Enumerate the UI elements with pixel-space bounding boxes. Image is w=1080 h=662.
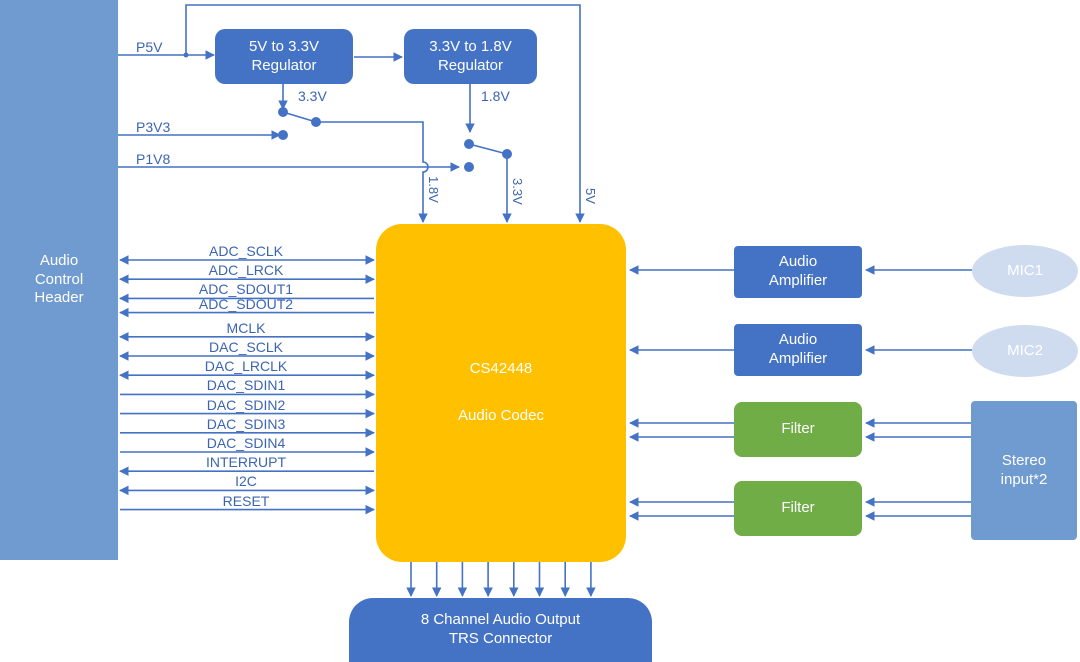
filter-2: Filter (734, 481, 862, 536)
signal-label: ADC_SDOUT2 (198, 295, 294, 312)
audio-control-header: Audio Control Header (0, 0, 118, 560)
mic2-label: MIC2 (1007, 341, 1043, 359)
amp1-line1: Audio (778, 253, 818, 271)
codec-5v-voltage: 5V (583, 188, 598, 204)
p5v-label: P5V (136, 39, 163, 55)
filter2-label: Filter (781, 499, 815, 517)
stereo-line2: input*2 (1000, 470, 1048, 488)
switch2-arm (468, 143, 508, 155)
signal-label: MCLK (226, 319, 266, 336)
output-line2: TRS Connector (448, 630, 553, 647)
signal-label: DAC_SDIN4 (206, 435, 286, 451)
stereo-line1: Stereo (1001, 451, 1047, 469)
p3v3-label: P3V3 (136, 119, 171, 135)
mic2: MIC2 (972, 325, 1078, 377)
signal-label: DAC_SDIN2 (206, 396, 286, 413)
signal-label: RESET (222, 492, 270, 509)
regulator2-line2: Regulator (437, 56, 504, 74)
switch2-dot-top (464, 139, 474, 149)
regulator1-line1: 5V to 3.3V (248, 37, 320, 55)
codec-name: Audio Codec (458, 407, 544, 424)
codec-part-number: CS42448 (469, 360, 533, 378)
p1v8-label: P1V8 (136, 151, 171, 167)
codec-1v8-voltage: 1.8V (426, 176, 441, 203)
header-line1: Audio (39, 251, 79, 269)
audio-amplifier-1: Audio Amplifier (734, 246, 862, 298)
switch2-dot-bottom (464, 162, 474, 172)
codec-3v3-voltage: 3.3V (510, 178, 525, 205)
cs42448-audio-codec: CS42448 Audio Codec (376, 224, 626, 562)
switch1-arm (282, 111, 317, 123)
stereo-input-block: Stereo input*2 (971, 401, 1077, 540)
filter-1: Filter (734, 402, 862, 457)
switch1-dot-bottom (278, 130, 288, 140)
signal-label: DAC_SCLK (209, 339, 283, 355)
switch1-dot-out (311, 117, 321, 127)
regulator-5v-to-3v3: 5V to 3.3V Regulator (215, 29, 353, 84)
switch2-dot-out (502, 149, 512, 159)
reg1-output-voltage: 3.3V (298, 88, 327, 104)
audio-amplifier-2: Audio Amplifier (734, 324, 862, 376)
signal-label: INTERRUPT (205, 454, 287, 471)
signal-label: ADC_LRCK (208, 262, 284, 279)
filter1-label: Filter (781, 420, 815, 438)
signal-label: DAC_SDIN1 (206, 377, 286, 394)
signal-label: DAC_SDIN3 (206, 415, 286, 432)
amp1-line2: Amplifier (768, 272, 828, 289)
mic1-label: MIC1 (1007, 261, 1043, 279)
output-line1: 8 Channel Audio Output (420, 611, 581, 629)
5v-bus-wire (185, 4, 585, 223)
p5v-junction-dot (183, 52, 189, 58)
trs-output-connector: 8 Channel Audio Output TRS Connector (349, 598, 652, 662)
signal-label: DAC_LRCLK (204, 358, 288, 375)
switch1-dot-top (278, 107, 288, 117)
signal-label: ADC_SDOUT1 (198, 281, 294, 298)
amp2-line2: Amplifier (768, 350, 828, 367)
header-line2: Control (34, 270, 84, 288)
mic1: MIC1 (972, 245, 1078, 297)
switch1-out-wire (316, 121, 429, 223)
regulator1-line2: Regulator (251, 56, 317, 74)
signal-label: ADC_SCLK (209, 243, 283, 259)
amp2-line1: Audio (778, 331, 818, 349)
regulator2-line1: 3.3V to 1.8V (429, 37, 512, 55)
signal-label: I2C (235, 473, 257, 490)
header-line3: Header (34, 289, 84, 307)
regulator-3v3-to-1v8: 3.3V to 1.8V Regulator (404, 29, 537, 84)
reg2-output-voltage: 1.8V (481, 88, 510, 104)
